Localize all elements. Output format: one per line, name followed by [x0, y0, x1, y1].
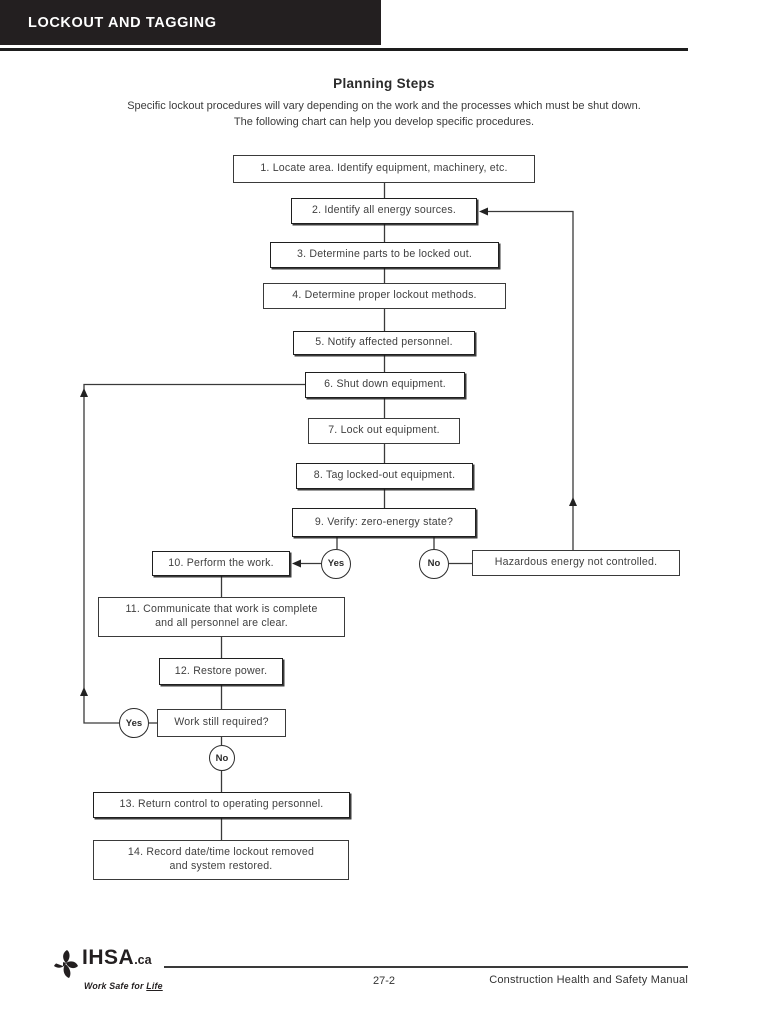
ihsa-trillium-icon — [54, 950, 78, 978]
tagline-text: Work Safe for — [84, 981, 147, 991]
no-circle-work-required-label: No — [215, 752, 229, 764]
step-5-label: 5. Notify affected personnel. — [315, 336, 453, 349]
ihsa-logo-suffix: .ca — [134, 953, 152, 967]
step-9-label: 9. Verify: zero-energy state? — [314, 515, 454, 528]
description-line-2: The following chart can help you develop… — [233, 115, 535, 128]
header-bar: LOCKOUT AND TAGGING — [0, 0, 381, 45]
work-still-required-box: Work still required? — [157, 709, 286, 737]
hazardous-energy-box: Hazardous energy not controlled. — [472, 550, 680, 576]
step-11-label-line2: and all personnel are clear. — [155, 617, 288, 629]
work-still-required-label: Work still required? — [174, 716, 269, 729]
arrowhead-up-right-loop — [569, 497, 577, 506]
yes-circle-work-required: Yes — [119, 708, 149, 738]
step-14-box: 14. Record date/time lockout removed and… — [93, 840, 349, 880]
section-title: Planning Steps — [333, 76, 435, 91]
step-12-label: 12. Restore power. — [174, 664, 268, 677]
no-circle-work-required: No — [209, 745, 235, 771]
manual-title: Construction Health and Safety Manual — [489, 974, 688, 986]
step-8-label: 8. Tag locked-out equipment. — [313, 469, 456, 482]
arrowhead-up-left-loop-upper — [80, 388, 88, 397]
step-13-label: 13. Return control to operating personne… — [119, 798, 324, 811]
footer-rule — [164, 966, 688, 968]
arrowhead-into-step2 — [479, 207, 488, 216]
yes-circle-verify: Yes — [321, 548, 351, 579]
step-11-box: 11. Communicate that work is complete an… — [98, 597, 345, 637]
step-7-box: 7. Lock out equipment. — [308, 418, 460, 444]
step-14-label-line2: and system restored. — [169, 860, 273, 872]
step-10-box: 10. Perform the work. — [152, 551, 290, 576]
section-description: Specific lockout procedures will vary de… — [0, 99, 768, 130]
hazardous-energy-label: Hazardous energy not controlled. — [494, 556, 658, 569]
step-6-label: 6. Shut down equipment. — [324, 378, 446, 391]
step-1-label: 1. Locate area. Identify equipment, mach… — [260, 162, 508, 175]
step-12-box: 12. Restore power. — [159, 658, 283, 685]
page-number: 27-2 — [372, 975, 396, 987]
step-2-label: 2. Identify all energy sources. — [312, 204, 456, 217]
feedback-line-hazard-to-step2 — [487, 210, 574, 550]
step-14-label-line1: 14. Record date/time lockout removed — [127, 846, 315, 859]
step-11-label-line1: 11. Communicate that work is complete — [125, 603, 318, 616]
step-8-box: 8. Tag locked-out equipment. — [296, 463, 473, 489]
step-10-label: 10. Perform the work. — [168, 556, 274, 569]
footer-logo: IHSA.ca — [52, 946, 152, 978]
feedback-line-yes-to-step6 — [83, 383, 305, 724]
step-4-box: 4. Determine proper lockout methods. — [263, 283, 506, 309]
step-9-box: 9. Verify: zero-energy state? — [292, 508, 476, 537]
step-2-box: 2. Identify all energy sources. — [291, 198, 477, 224]
header-rule — [0, 48, 688, 51]
tagline-underlined-word: Life — [146, 981, 163, 991]
step-1-box: 1. Locate area. Identify equipment, mach… — [233, 155, 535, 183]
step-7-label: 7. Lock out equipment. — [328, 424, 440, 437]
yes-circle-verify-label: Yes — [327, 558, 345, 569]
no-circle-verify: No — [419, 548, 449, 579]
no-circle-verify-label: No — [427, 558, 441, 569]
step-3-label: 3. Determine parts to be locked out. — [296, 248, 473, 261]
arrowhead-up-left-loop-lower — [80, 687, 88, 696]
description-line-1: Specific lockout procedures will vary de… — [127, 100, 641, 112]
step-13-box: 13. Return control to operating personne… — [93, 792, 350, 818]
ihsa-logo-text: IHSA — [82, 946, 135, 969]
page-header-title: LOCKOUT AND TAGGING — [28, 14, 217, 31]
step-6-box: 6. Shut down equipment. — [305, 372, 465, 398]
arrowhead-into-step10 — [292, 559, 301, 568]
step-5-box: 5. Notify affected personnel. — [293, 331, 475, 355]
yes-circle-work-required-label: Yes — [125, 717, 143, 729]
step-3-box: 3. Determine parts to be locked out. — [270, 242, 499, 268]
step-4-label: 4. Determine proper lockout methods. — [292, 289, 477, 302]
footer-tagline: Work Safe for Life — [84, 981, 163, 991]
